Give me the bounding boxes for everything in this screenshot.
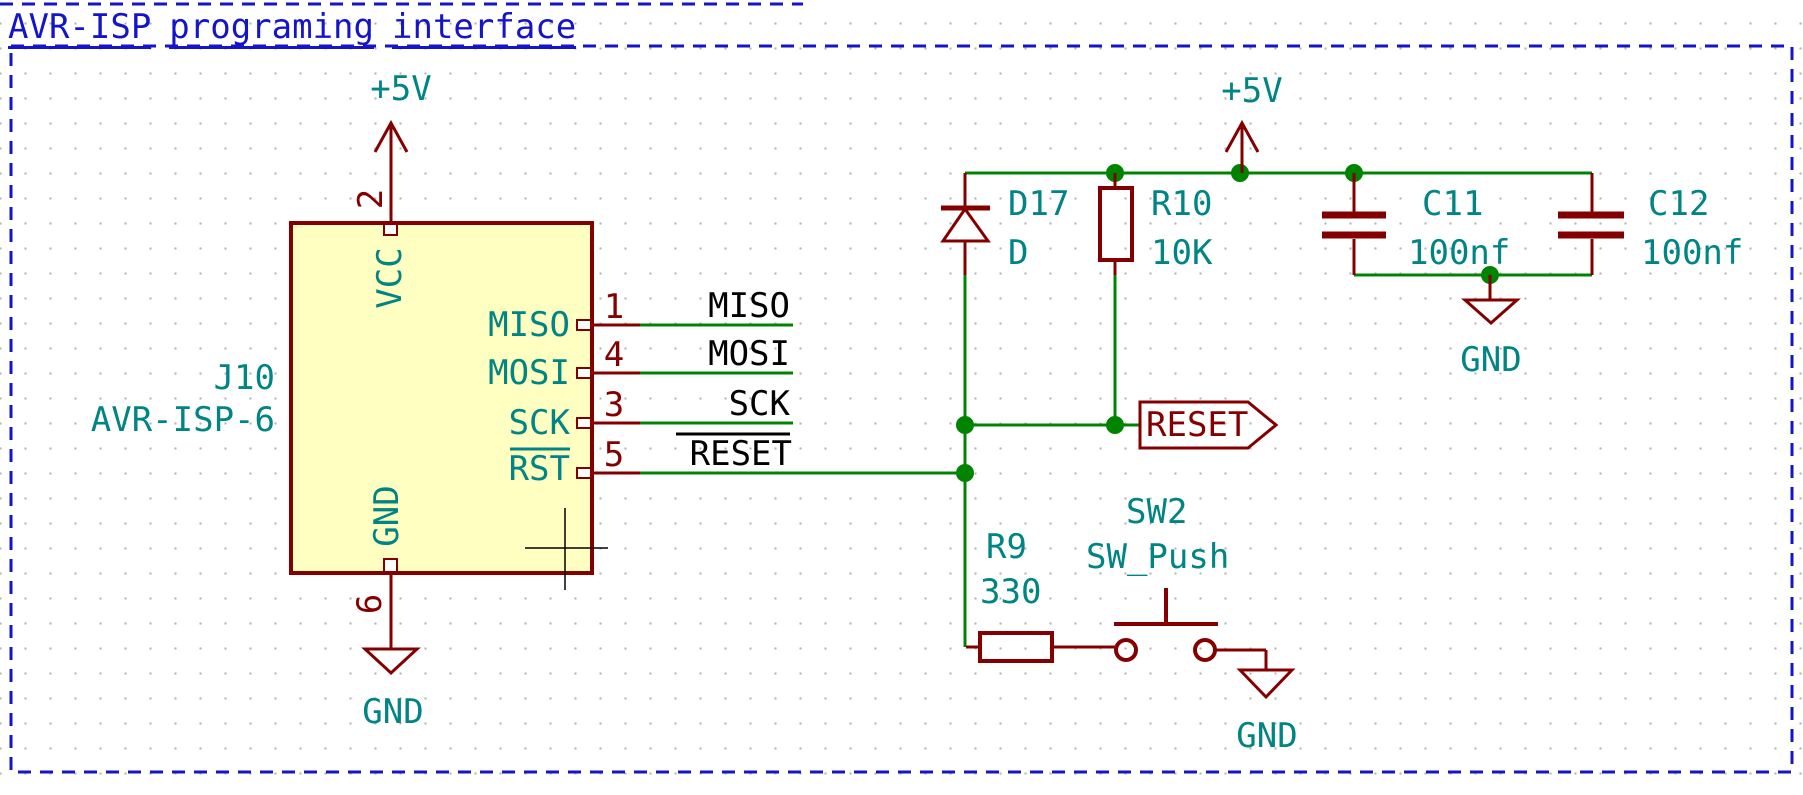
pin-square-mosi xyxy=(576,367,592,379)
vcc-right-arrow xyxy=(1224,119,1260,153)
resistor-r10-symbol[interactable] xyxy=(1098,173,1134,275)
diode-d17-symbol[interactable] xyxy=(940,173,991,275)
sheet-title-word2: programing xyxy=(169,7,374,49)
pin-name-miso: MISO xyxy=(488,305,570,345)
diode-triangle xyxy=(940,206,991,243)
net-label-miso[interactable]: MISO xyxy=(708,286,790,326)
vcc-symbol-right[interactable] xyxy=(1224,119,1260,173)
sw2-value[interactable]: SW_Push xyxy=(1086,537,1230,577)
r10-value[interactable]: 10K xyxy=(1151,233,1213,273)
pin-name-gnd: GND xyxy=(367,485,407,547)
pin-num-3: 3 xyxy=(603,385,625,425)
junction-rst-wire xyxy=(956,464,974,482)
c11-value[interactable]: 100nf xyxy=(1408,233,1511,273)
pin-num-4: 4 xyxy=(603,335,625,375)
pin-square-gnd xyxy=(383,558,398,573)
gnd-triangle xyxy=(361,647,421,676)
gnd-caps-label[interactable]: GND xyxy=(1460,340,1522,380)
pin-square-rst xyxy=(576,467,592,479)
gnd-symbol-switch[interactable] xyxy=(1215,648,1296,700)
r9-value[interactable]: 330 xyxy=(980,572,1042,612)
c12-value[interactable]: 100nf xyxy=(1641,233,1744,273)
pin-name-vcc: VCC xyxy=(370,247,410,309)
d17-ref[interactable]: D17 xyxy=(1008,184,1070,224)
junction-reset-right xyxy=(1106,416,1124,434)
connector-j10-symbol[interactable] xyxy=(289,123,640,649)
resistor-r9-symbol[interactable] xyxy=(966,631,1116,663)
c12-ref[interactable]: C12 xyxy=(1648,184,1710,224)
pin-name-sck: SCK xyxy=(508,403,570,443)
switch-sw2-symbol[interactable] xyxy=(1114,588,1218,662)
d17-value[interactable]: D xyxy=(1008,233,1029,273)
sheet-border xyxy=(9,44,1794,774)
r10-body xyxy=(1098,186,1134,262)
junction-reset-left xyxy=(956,416,974,434)
sw2-contact-right xyxy=(1193,638,1217,662)
gnd-caps-triangle xyxy=(1461,298,1521,326)
r10-ref[interactable]: R10 xyxy=(1151,184,1213,224)
sheet-title-word1: AVR-ISP xyxy=(8,7,152,49)
vcc-left-label[interactable]: +5V xyxy=(370,69,432,109)
pin-name-rst: RST xyxy=(508,449,570,489)
capacitor-c11-symbol[interactable] xyxy=(1322,173,1386,275)
pin-num-5: 5 xyxy=(603,435,625,475)
c11-ref[interactable]: C11 xyxy=(1422,184,1484,224)
pin-num-2: 2 xyxy=(351,188,391,210)
junction-5v xyxy=(1231,164,1249,182)
sw2-contact-left xyxy=(1114,638,1138,662)
r9-ref[interactable]: R9 xyxy=(986,527,1027,567)
pin-num-1: 1 xyxy=(603,287,625,327)
connector-ref[interactable]: J10 xyxy=(213,358,275,398)
r9-body xyxy=(978,631,1054,663)
gnd-switch-triangle xyxy=(1236,668,1296,700)
sw2-ref[interactable]: SW2 xyxy=(1126,492,1188,532)
vcc-symbol-left[interactable] xyxy=(373,119,409,153)
pin-num-6: 6 xyxy=(350,593,390,615)
gnd-connector-label[interactable]: GND xyxy=(362,692,424,732)
capacitor-c12-symbol[interactable] xyxy=(1558,173,1624,275)
net-label-mosi[interactable]: MOSI xyxy=(708,334,790,374)
vcc-right-label[interactable]: +5V xyxy=(1221,71,1283,111)
sheet-title: AVR-ISP programing interface xyxy=(8,10,594,49)
sheet-title-word3: interface xyxy=(392,7,577,49)
connector-body xyxy=(289,221,594,575)
global-label-reset-text[interactable]: RESET xyxy=(1146,405,1249,445)
gnd-symbol-connector[interactable] xyxy=(361,647,421,676)
pin-square-miso xyxy=(576,319,592,331)
pin-square-sck xyxy=(576,417,592,429)
gnd-symbol-caps[interactable] xyxy=(1461,275,1521,326)
net-label-sck[interactable]: SCK xyxy=(728,384,790,424)
net-label-reset[interactable]: RESET xyxy=(689,434,792,474)
gnd-switch-label[interactable]: GND xyxy=(1236,716,1298,756)
pin-name-mosi: MOSI xyxy=(488,353,570,393)
global-label-reset-shape[interactable] xyxy=(1138,400,1279,450)
pin-square-vcc xyxy=(383,223,398,236)
connector-value[interactable]: AVR-ISP-6 xyxy=(90,400,275,440)
global-label-outline xyxy=(1138,400,1279,450)
vcc-arrow xyxy=(373,119,409,153)
anchor-crosshair xyxy=(525,508,608,590)
